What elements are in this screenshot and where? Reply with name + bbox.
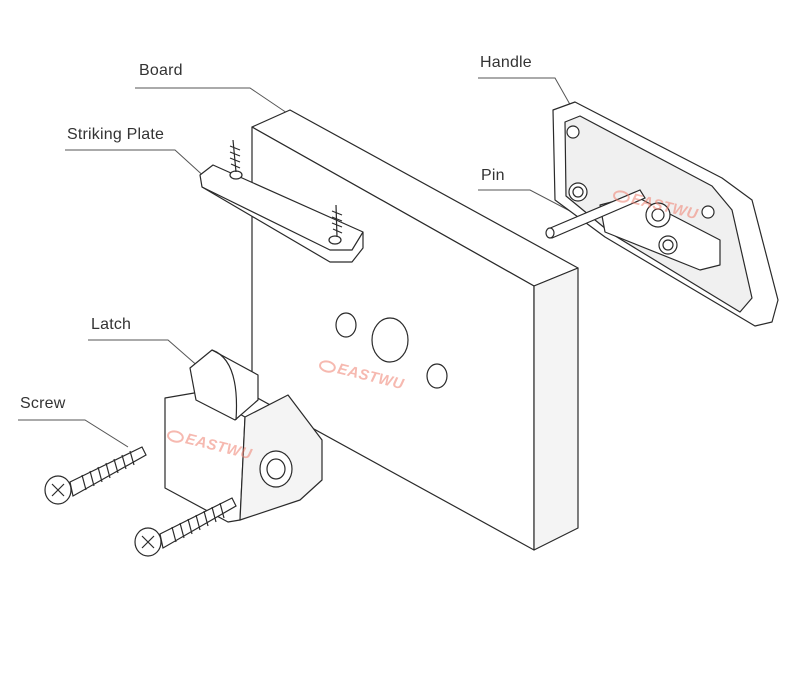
leader-pin — [478, 189, 573, 213]
watermark-logo-icon — [317, 358, 338, 375]
board-side-face — [533, 267, 579, 551]
striking-plate-part — [199, 139, 364, 263]
label-pin: Pin — [481, 167, 505, 184]
watermark-logo-icon — [611, 188, 632, 205]
label-latch: Latch — [91, 316, 132, 333]
screw-part-lower — [134, 497, 237, 557]
label-board: Board — [139, 62, 183, 79]
leader-latch — [88, 339, 201, 369]
latch-part — [164, 349, 323, 523]
label-screw: Screw — [20, 395, 66, 412]
label-striking-plate: Striking Plate — [67, 126, 165, 143]
handle-part — [552, 101, 779, 327]
pin-part — [545, 189, 646, 239]
leader-striking-plate — [65, 149, 209, 181]
board-hole-large — [371, 317, 409, 363]
board-hole-small — [335, 312, 357, 338]
board-hole-right — [426, 363, 448, 389]
screw-part-upper — [44, 446, 147, 505]
leader-board — [135, 87, 291, 116]
latch-bolt-curve — [211, 349, 238, 421]
label-handle: Handle — [480, 54, 532, 71]
leader-handle — [478, 77, 573, 109]
leader-screw — [18, 419, 129, 448]
watermark-logo-icon — [165, 428, 186, 445]
